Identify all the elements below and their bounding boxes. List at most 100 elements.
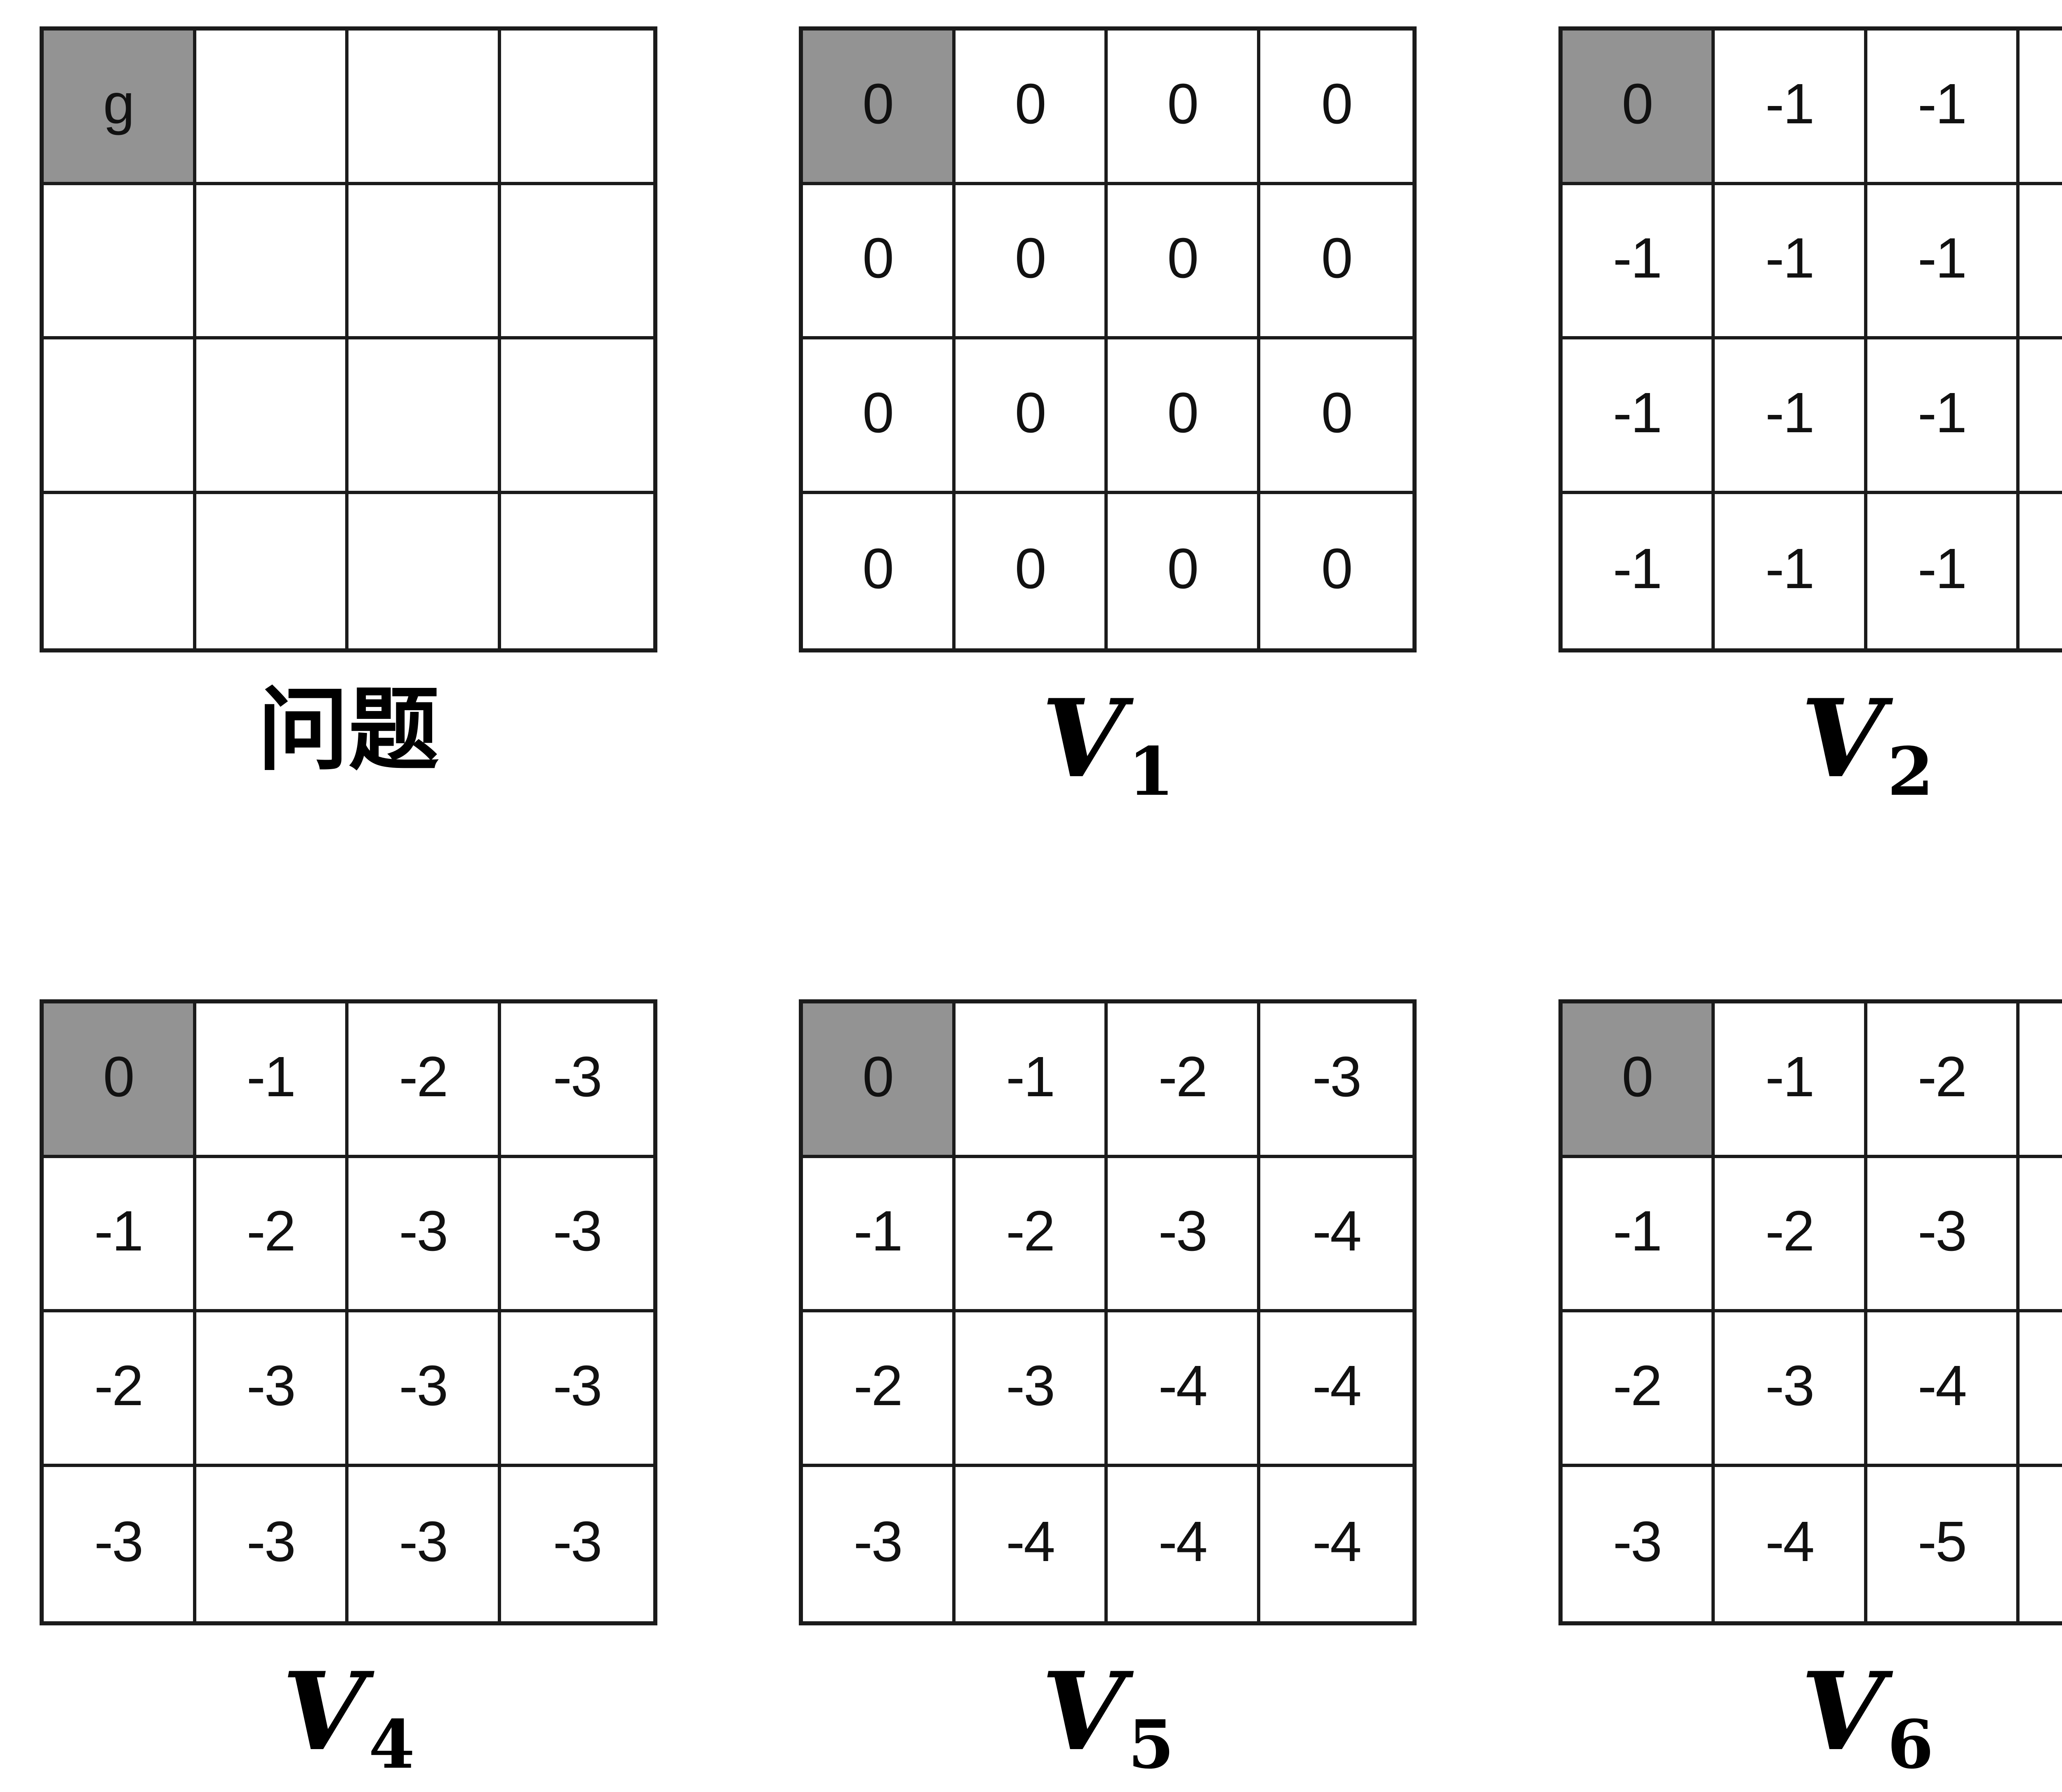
grid-cell [348,185,501,339]
grid-cell [44,339,196,494]
grid-cell: 0 [1108,185,1260,339]
grid-cell: 0 [956,494,1108,648]
grid-cell: -4 [1867,1312,2020,1467]
grid-cell: -1 [1867,31,2020,185]
grid-cell [348,31,501,185]
grid-cell [501,339,653,494]
label-subscript: 5 [1128,1706,1175,1784]
grid-cell: -2 [1562,1312,1715,1467]
grid-cell: -1 [1715,339,1867,494]
grid-cell: -1 [1715,31,1867,185]
grid-cell: 0 [1321,537,1353,601]
grid-cell: -4 [956,1467,1108,1621]
panel-v5-label: V5 [1041,1649,1174,1778]
label-text: V [1041,1649,1125,1775]
grid-cell: -4 [2020,1158,2062,1312]
grid-cell: -5 [2020,1312,2062,1467]
grid-cell: -3 [348,1467,501,1621]
grid-cell: -2 [955,1158,1108,1312]
grid-cell: -3 [1563,1467,1715,1621]
label-subscript: 6 [1887,1706,1934,1784]
grid-cell: 0 [1562,31,1715,185]
grid-cell: -1 [1867,494,2020,648]
grid-cell: -3 [501,1158,653,1312]
grid-cell: 0 [803,339,956,494]
grid-cell [44,494,196,648]
panel-v6-label: V6 [1801,1649,1934,1778]
grid-cell [348,339,501,494]
grid-cell: -3 [1715,1312,1867,1467]
grid-cell: -1 [44,1158,196,1312]
grid-cell: 0 [44,1003,196,1158]
v6-grid: 0-1-2-3-1-2-3-4-2-3-4-5-3-4-5-5 [1558,999,2062,1625]
grid-cell [501,31,653,185]
grid-cell: -2 [196,1158,348,1312]
grid-cell: -5 [2020,1467,2062,1622]
grid-cell: -3 [955,1312,1108,1467]
label-text: V [282,1649,365,1775]
grid-cell [44,185,196,339]
grid-cell: -1 [803,1158,956,1312]
panel-problem-label: 问题 [258,677,439,782]
grid-cell: 0 [803,31,956,185]
grid-cell: 0 [1108,31,1260,185]
panel-v2: 0-1-1-1-1-1-1-1-1-1-1-1-1-1-1-1 V2 [1558,26,2062,805]
grid-cell: 0 [955,339,1108,494]
grid-cell: -2 [1867,1003,2020,1158]
grid-cell: -3 [501,1003,653,1158]
label-subscript: 2 [1887,733,1934,811]
grid-cell: -4 [1260,1158,1413,1312]
grid-cell: -1 [196,1003,348,1158]
grid-cell [501,185,653,339]
grid-cell: -3 [1108,1158,1260,1312]
grid-cell: 0 [1260,31,1413,185]
label-text: V [1041,676,1125,802]
grid-cell [348,494,501,648]
label-subscript: 4 [368,1706,415,1784]
grid-cell: -3 [1867,1158,2020,1312]
grid-row-bottom: 0-1-2-3-1-2-3-3-2-3-3-3-3-3-3-3 V4 0-1-2… [0,999,2062,1778]
grid-cell: -2 [803,1312,956,1467]
grid-cell: -2 [1108,1003,1260,1158]
grid-cell: -3 [44,1467,196,1621]
grid-cell [196,185,348,339]
grid-cell [501,494,654,649]
grid-cell: -3 [196,1467,348,1621]
grid-cell: -1 [2020,494,2062,649]
grid-cell: -5 [1867,1467,2020,1621]
grid-cell: g [44,31,196,185]
panel-v2-label: V2 [1801,676,1934,805]
grid-cell: -2 [1715,1158,1867,1312]
label-text: V [1801,1649,1884,1775]
grid-cell: -1 [1715,185,1867,339]
grid-cell: -1 [1867,185,2020,339]
grid-cell: 0 [1260,185,1413,339]
grid-cell: 0 [955,31,1108,185]
grid-cell: -4 [1312,1510,1362,1574]
grid-cell: -4 [1108,1312,1260,1467]
grid-cell: 0 [803,185,956,339]
label-text: 问题 [257,676,439,783]
grid-cell: -1 [1563,494,1715,648]
grid-cell: -3 [1260,1003,1413,1158]
panel-v5: 0-1-2-3-1-2-3-4-2-3-4-4-3-4-4-4 V5 [799,999,1417,1778]
grid-cell: 0 [803,494,956,648]
grid-cell [196,339,348,494]
problem-grid: g [40,26,657,652]
panel-v4: 0-1-2-3-1-2-3-3-2-3-3-3-3-3-3-3 V4 [40,999,657,1778]
v4-grid: 0-1-2-3-1-2-3-3-2-3-3-3-3-3-3-3 [40,999,657,1625]
label-text: V [1801,676,1884,802]
grid-cell: 0 [1108,494,1260,648]
grid-cell: -4 [1108,1467,1260,1621]
panel-problem: g 问题 [40,26,657,801]
grid-cell: -2 [44,1312,196,1467]
grid-cell: 0 [955,185,1108,339]
grid-cell: 0 [803,1003,956,1158]
grid-cell: -1 [1562,1158,1715,1312]
grid-cell: -3 [2020,1003,2062,1158]
panel-v4-label: V4 [282,1649,415,1778]
grid-cell: -2 [348,1003,501,1158]
grid-cell: -4 [1260,1312,1413,1467]
